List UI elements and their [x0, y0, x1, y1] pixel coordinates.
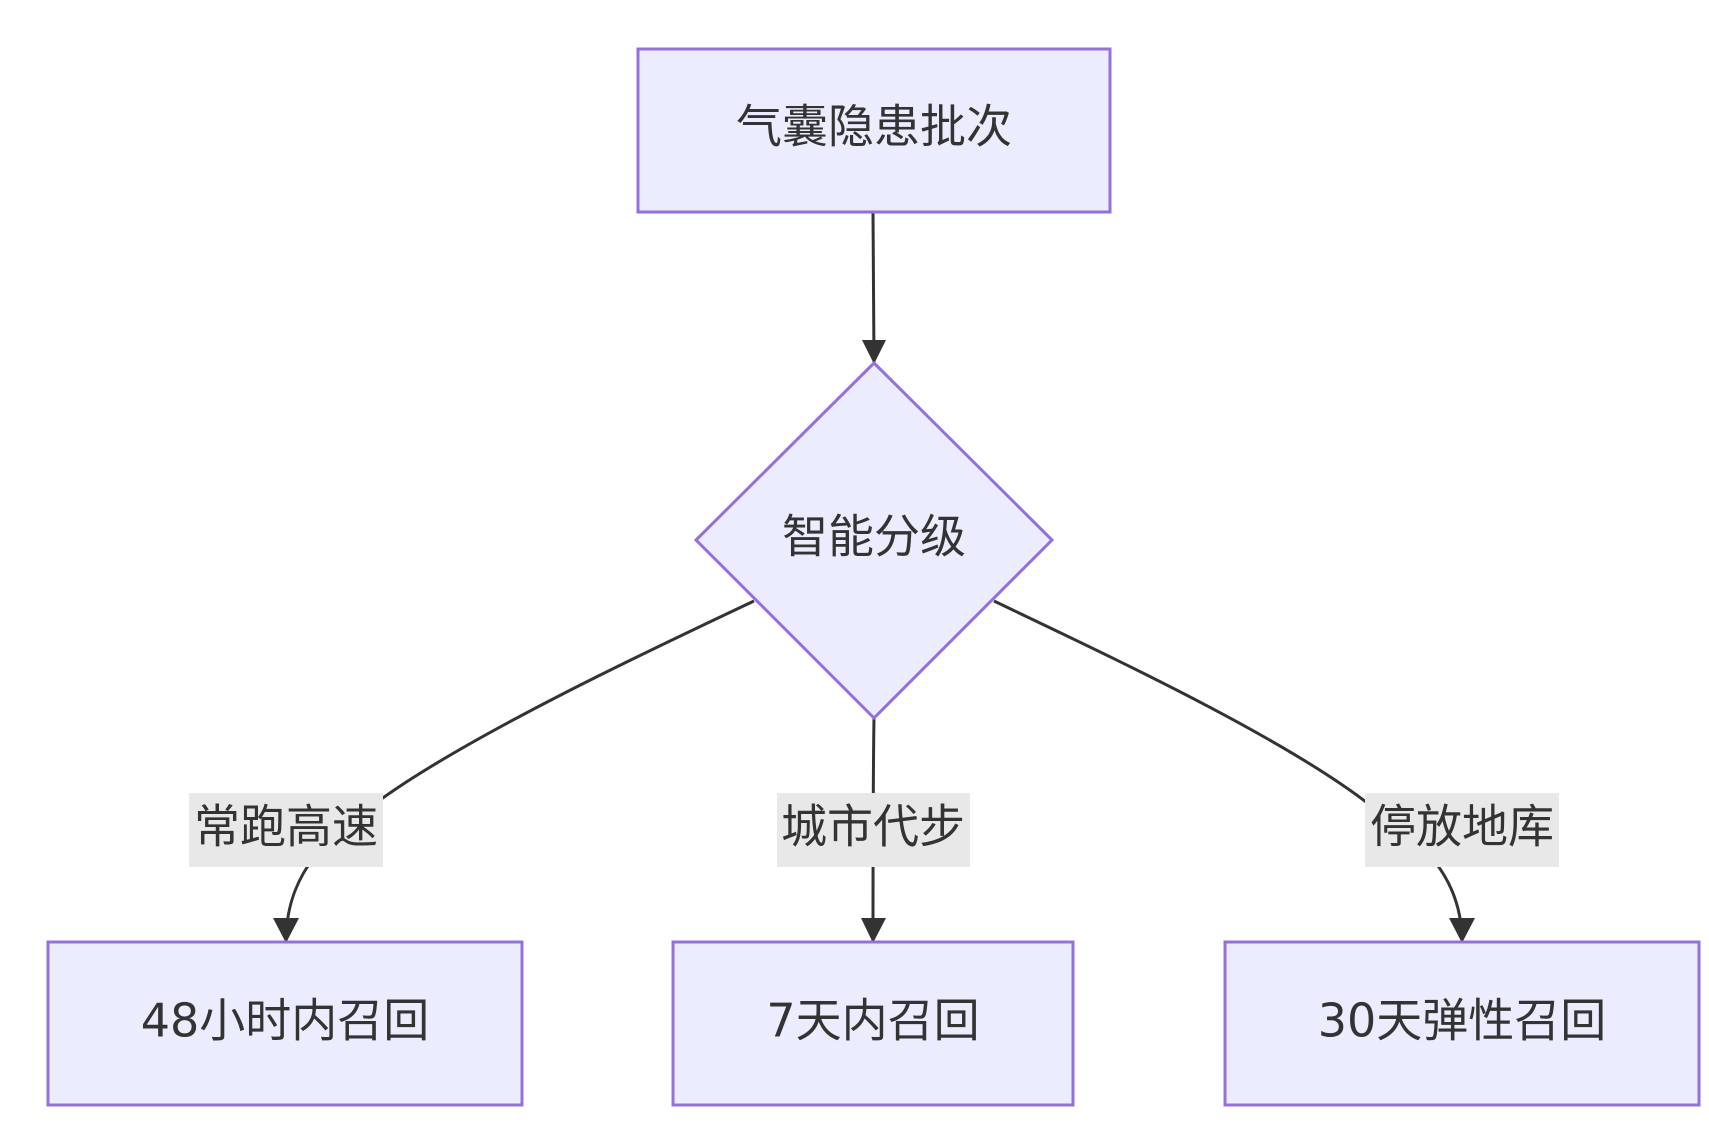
arrowhead-city	[861, 918, 886, 943]
edge-decision-to-highway	[284, 599, 755, 943]
edge-decision-to-garage	[993, 599, 1464, 943]
node-decision-label: 智能分级	[782, 510, 966, 564]
node-target-garage-label: 30天弹性召回	[1318, 994, 1607, 1048]
arrowhead-decision	[862, 340, 886, 364]
node-target-highway[interactable]: 48小时内召回	[46, 940, 524, 1107]
edge-label-garage-text: 停放地库	[1370, 800, 1554, 854]
edge-label-garage: 停放地库	[1365, 793, 1559, 867]
edge-label-highway: 常跑高速	[189, 793, 383, 867]
node-decision[interactable]: 智能分级	[693, 360, 1055, 721]
arrowhead-highway	[273, 918, 299, 943]
edge-label-city: 城市代步	[777, 793, 970, 867]
node-target-city[interactable]: 7天内召回	[671, 940, 1075, 1107]
node-source[interactable]: 气囊隐患批次	[636, 47, 1112, 214]
node-target-city-label: 7天内召回	[766, 994, 979, 1048]
node-source-label: 气囊隐患批次	[736, 100, 1012, 154]
edge-label-highway-text: 常跑高速	[194, 800, 378, 854]
edge-source-to-decision	[868, 211, 879, 363]
node-target-highway-label: 48小时内召回	[141, 994, 430, 1048]
node-target-garage[interactable]: 30天弹性召回	[1223, 940, 1701, 1107]
arrowhead-garage	[1449, 918, 1475, 943]
edge-label-city-text: 城市代步	[781, 800, 965, 854]
